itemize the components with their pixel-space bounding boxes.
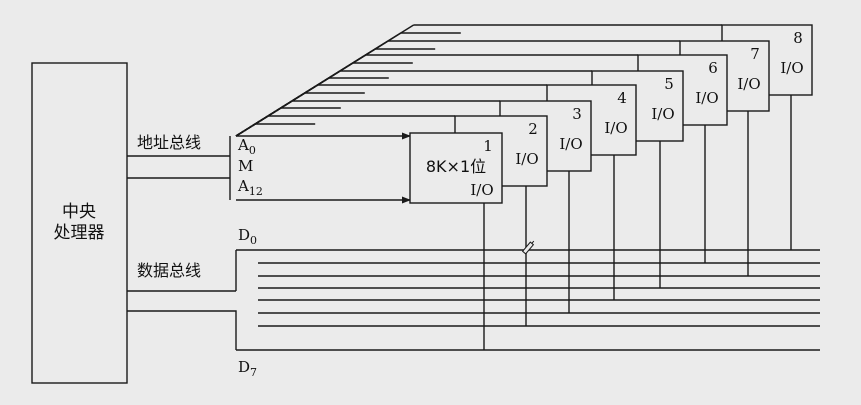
chip-number: 5 [664,75,674,93]
pen-cursor-icon [521,240,535,255]
chip-io-label: I/O [695,89,718,107]
data-bus-lines [236,249,820,351]
chip-io-label: I/O [515,150,538,168]
address-bus-label: 地址总线 [137,133,201,152]
chip-number: 1 [483,137,493,155]
chip-capacity: 8K×1位 [426,157,486,176]
chip-io-label: I/O [651,105,674,123]
chip-number: 8 [793,29,803,47]
chip-io-label: I/O [604,119,627,137]
chip-number: 3 [572,105,582,123]
chip-number: 4 [617,89,627,107]
chip-number: 2 [528,120,538,138]
chip-io-label: I/O [470,181,493,199]
memory-chip-1: 1I/O 8K×1位 [409,132,503,204]
cpu-label-line2: 处理器 [54,223,105,243]
data-bus-wire [127,250,237,350]
io-connections [483,95,792,350]
a12-label: A12 [237,177,263,198]
chip-outline [409,132,503,204]
a0-label: A0 [237,136,256,157]
address-fanout-lines [235,24,722,137]
d7-label: D7 [238,358,257,379]
d0-label: D0 [238,226,257,247]
memory-chips: 8I/O7I/O6I/O5I/O4I/O3I/O2I/O1I/O8K×1位 [409,24,813,204]
chip-io-label: I/O [780,59,803,77]
cpu-box [31,62,128,384]
fanout-diagonal [235,123,256,137]
chip-number: 6 [708,59,718,77]
m-label: M [238,157,253,175]
chip-number: 7 [750,45,760,63]
data-bus-label: 数据总线 [137,261,201,280]
chip-io-label: I/O [559,135,582,153]
cpu-label-line1: 中央 [62,202,96,222]
chip-io-label: I/O [737,75,760,93]
